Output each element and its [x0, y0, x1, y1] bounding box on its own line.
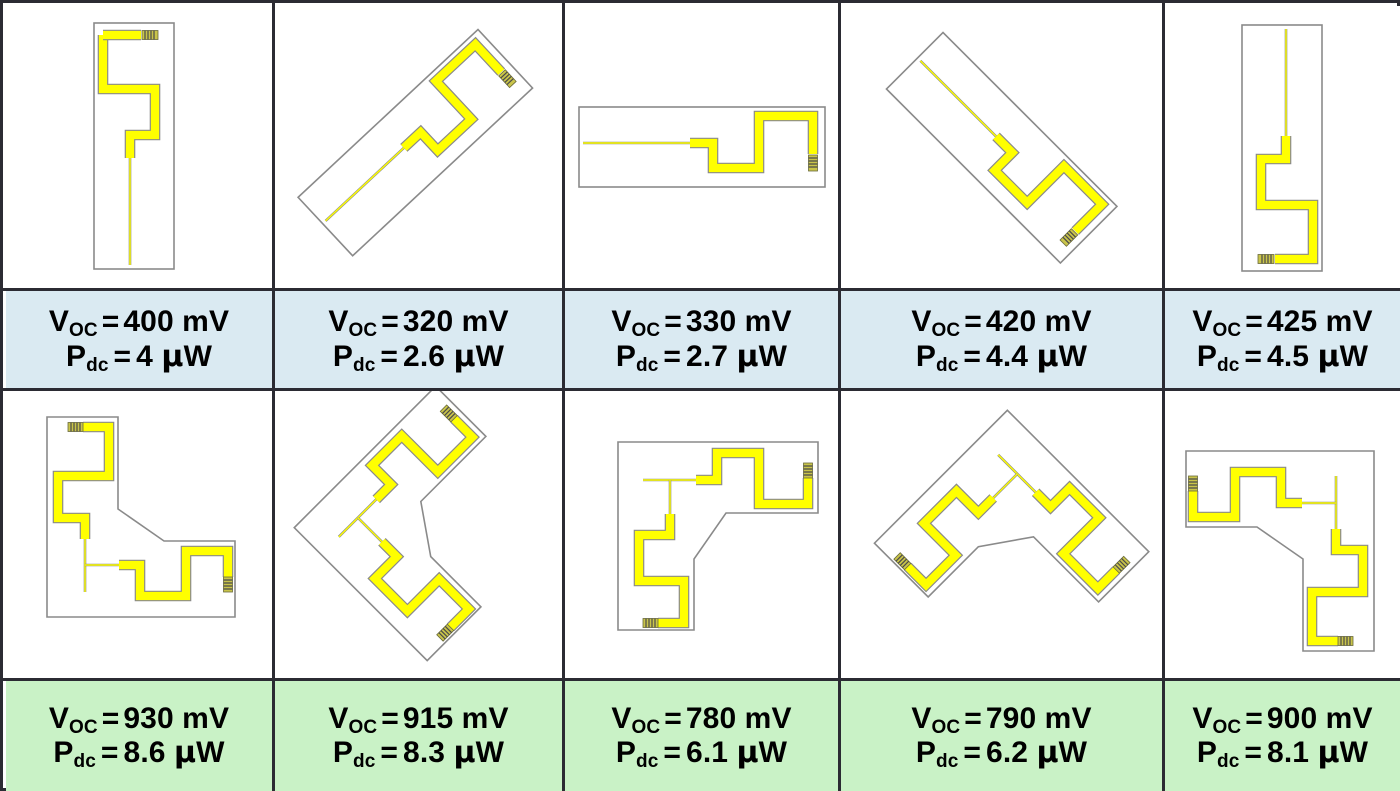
column-divider-1 — [272, 3, 275, 788]
row-divider-fig2-cap2 — [3, 678, 1397, 681]
caption-cell-r1c4: VOC=420 mV Pdc=4.4 μW — [841, 291, 1162, 388]
rectifier-chip-icon — [141, 30, 159, 40]
rectifier-chip-icon — [439, 404, 458, 423]
caption-cell-r2c3: VOC=780 mV Pdc=6.1 μW — [565, 681, 838, 791]
figure-cell-r1c4 — [841, 6, 1162, 288]
column-divider-4 — [1162, 3, 1165, 788]
caption-cell-r1c2: VOC=320 mV Pdc=2.6 μW — [275, 291, 562, 388]
rectifier-chip-icon — [1112, 555, 1131, 574]
row-divider-fig1-cap1 — [3, 288, 1397, 291]
figure-cell-r2c1 — [6, 391, 272, 678]
rectifier-chip-icon — [1059, 228, 1079, 247]
voc-label: VOC=330 mV — [611, 305, 792, 342]
figure-cell-r1c5 — [1165, 6, 1400, 288]
column-divider-3 — [838, 3, 841, 788]
rectifier-chip-icon — [642, 618, 659, 628]
caption-cell-r1c1: VOC=400 mV Pdc=4 μW — [6, 291, 272, 388]
rectifier-chip-icon — [498, 69, 517, 89]
rectifier-chip-icon — [808, 154, 818, 172]
rectifier-chip-icon — [1337, 636, 1354, 646]
column-divider-2 — [562, 3, 565, 788]
voc-label: VOC=425 mV — [1192, 305, 1373, 342]
rectifier-chip-icon — [803, 462, 813, 479]
figure-cell-r1c3 — [565, 6, 838, 288]
pdc-label: Pdc=8.3 μW — [332, 735, 505, 772]
caption-cell-r2c4: VOC=790 mV Pdc=6.2 μW — [841, 681, 1162, 791]
figure-cell-r1c2 — [275, 6, 562, 288]
pdc-label: Pdc=2.7 μW — [615, 338, 788, 376]
pdc-label: Pdc=6.1 μW — [615, 735, 788, 772]
pdc-label: Pdc=8.6 μW — [53, 735, 225, 772]
caption-cell-r1c3: VOC=330 mV Pdc=2.7 μW — [565, 291, 838, 388]
figure-cell-r2c5 — [1165, 391, 1400, 678]
rectifier-chip-icon — [893, 552, 912, 571]
voc-label: VOC=420 mV — [911, 305, 1092, 342]
rectifier-chip-icon — [223, 576, 233, 593]
figure-cell-r1c1 — [6, 6, 272, 288]
pdc-label: Pdc=2.6 μW — [332, 338, 505, 376]
rectifier-chip-icon — [436, 623, 455, 642]
voc-label: VOC=780 mV — [611, 701, 792, 738]
rectifier-chip-icon — [1257, 254, 1275, 264]
pdc-label: Pdc=4.4 μW — [915, 338, 1088, 376]
voc-label: VOC=930 mV — [48, 701, 230, 738]
caption-cell-r1c5: VOC=425 mV Pdc=4.5 μW — [1165, 291, 1400, 388]
row-divider-cap1-fig2 — [3, 388, 1397, 391]
voc-label: VOC=400 mV — [48, 305, 230, 342]
caption-cell-r2c5: VOC=900 mV Pdc=8.1 μW — [1165, 681, 1400, 791]
pdc-label: Pdc=4.5 μW — [1196, 338, 1369, 376]
pdc-label: Pdc=6.2 μW — [915, 735, 1088, 772]
pdc-label: Pdc=8.1 μW — [1196, 735, 1369, 772]
voc-label: VOC=915 mV — [328, 701, 509, 738]
voc-label: VOC=900 mV — [1192, 701, 1373, 738]
voc-label: VOC=790 mV — [911, 701, 1092, 738]
pdc-label: Pdc=4 μW — [66, 338, 212, 376]
rectifier-chip-icon — [1188, 475, 1198, 492]
caption-cell-r2c2: VOC=915 mV Pdc=8.3 μW — [275, 681, 562, 791]
rectifier-chip-icon — [67, 422, 84, 432]
figure-cell-r2c3 — [565, 391, 838, 678]
caption-cell-r2c1: VOC=930 mV Pdc=8.6 μW — [6, 681, 272, 791]
voc-label: VOC=320 mV — [328, 305, 509, 342]
figure-cell-r2c2 — [275, 391, 562, 678]
figure-cell-r2c4 — [841, 391, 1162, 678]
